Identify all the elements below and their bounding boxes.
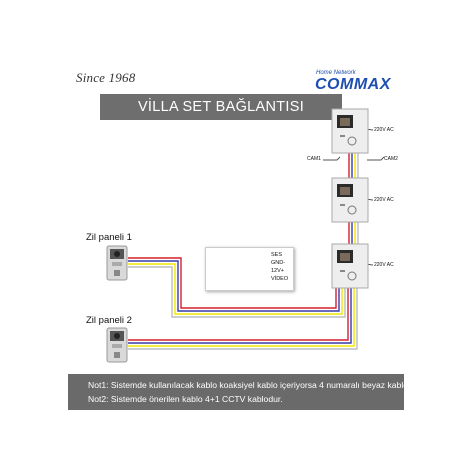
monitor-3-power-label: 220V AC (374, 262, 394, 268)
door-panel-2 (106, 327, 128, 363)
brand-tagline: Home Network (316, 70, 356, 76)
door-panel-1-label: Zil paneli 1 (86, 232, 132, 243)
monitor-2-power-label: 220V AC (374, 197, 394, 203)
notes-panel (68, 374, 404, 410)
door-panel-2-label: Zil paneli 2 (86, 315, 132, 326)
legend-label-ses: SES (271, 252, 283, 258)
monitor-3 (331, 243, 369, 289)
monitor-1-power-label: 220V AC (374, 127, 394, 133)
legend-label-video: VİDEO (271, 276, 289, 282)
legend-label-12v: 12V+ (271, 268, 284, 274)
since-1968-text: Since 1968 (76, 70, 136, 85)
cam-connectors (323, 156, 385, 161)
brand-logo-commax: COMMAX (315, 76, 391, 93)
monitor-2 (331, 177, 369, 223)
legend-label-gnd: GND- (271, 260, 286, 266)
cam1-label: CAM1 (307, 156, 321, 162)
diagram-title: VİLLA SET BAĞLANTISI (100, 94, 342, 120)
note-1: Not1: Sistemde kullanılacak kablo koaksi… (88, 380, 470, 390)
monitor-1 (331, 108, 369, 154)
cam2-label: CAM2 (384, 156, 398, 162)
panel1-wires (128, 257, 346, 318)
door-panel-1 (106, 245, 128, 281)
panel2-wires (128, 275, 358, 350)
note-2: Not2: Sistemde önerilen kablo 4+1 CCTV k… (88, 394, 283, 404)
cable-legend: SES GND- 12V+ VİDEO (205, 247, 294, 291)
